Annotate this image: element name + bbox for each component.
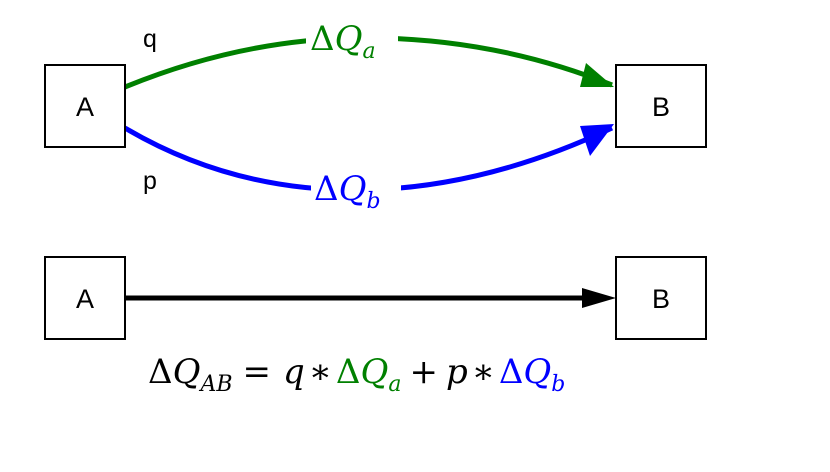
q-probability-label: q: [143, 25, 157, 53]
delta-q-b-delta: Δ: [314, 169, 339, 209]
formula-q: q: [283, 352, 305, 392]
formula-term-a-quantity: Q: [360, 352, 388, 392]
formula-equals: =: [243, 352, 272, 392]
lower-label-mask: [311, 166, 401, 216]
formula-term-a-delta: Δ: [336, 352, 361, 392]
p-probability-label: p: [143, 167, 157, 195]
node-b: B: [615, 64, 707, 148]
formula-lhs-quantity: Q: [173, 352, 201, 392]
formula-p: p: [446, 352, 468, 392]
formula-lhs-subscript: AB: [198, 372, 232, 397]
formula-term-b-delta: Δ: [499, 352, 524, 392]
bottom-node-b: B: [615, 256, 707, 340]
combined-arrowhead: [582, 288, 616, 308]
formula-plus: +: [409, 352, 438, 392]
node-b-box: [615, 64, 707, 148]
delta-q-b-label: ΔQb: [314, 169, 381, 214]
delta-q-a-subscript: a: [362, 39, 375, 64]
formula-times-2: ∗: [472, 352, 495, 392]
formula-lhs-delta: Δ: [148, 352, 173, 392]
bottom-node-a-box: [44, 256, 126, 340]
bottom-diagram: A B: [44, 256, 707, 340]
top-diagram: A B q p ΔQa ΔQb: [44, 14, 707, 216]
formula-times-1: ∗: [309, 352, 332, 392]
delta-q-a-label: ΔQa: [310, 19, 376, 64]
upper-label-mask: [306, 14, 398, 62]
lower-path-arrowhead: [580, 124, 614, 156]
formula-term-b-quantity: Q: [523, 352, 551, 392]
combined-formula: ΔQAB=q∗ΔQa+p∗ΔQb: [148, 352, 565, 397]
upper-path-arrowhead: [580, 63, 614, 87]
bottom-node-b-label: B: [652, 284, 670, 314]
node-a-label: A: [76, 92, 94, 122]
node-a: A: [44, 64, 126, 148]
node-b-label: B: [652, 92, 670, 122]
delta-q-a-delta: Δ: [310, 19, 335, 59]
delta-q-b-quantity: Q: [339, 169, 367, 209]
bottom-node-a-label: A: [76, 284, 94, 314]
delta-q-b-subscript: b: [366, 189, 380, 214]
bottom-node-a: A: [44, 256, 126, 340]
bottom-node-b-box: [615, 256, 707, 340]
delta-q-a-quantity: Q: [335, 19, 363, 59]
formula-term-a-subscript: a: [388, 372, 401, 397]
formula-term-b-subscript: b: [551, 372, 565, 397]
node-a-box: [44, 64, 126, 148]
